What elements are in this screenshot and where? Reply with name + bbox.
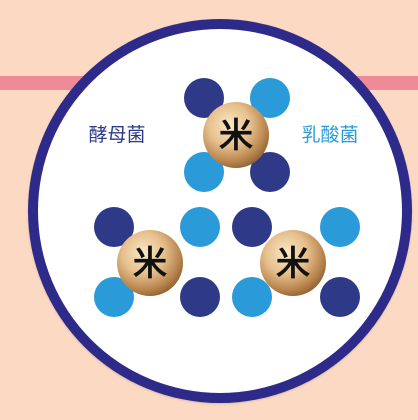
yeast-cell-icon — [232, 207, 272, 247]
yeast-label: 酵母菌 — [88, 124, 145, 146]
rice-grain-icon — [117, 230, 183, 296]
lactic-acid-bacteria-icon — [250, 78, 290, 118]
rice-label-bottom-left: 米 — [133, 244, 167, 284]
yeast-cell-icon — [184, 78, 224, 118]
yeast-cell-icon — [94, 207, 134, 247]
lactic-acid-bacteria-icon — [232, 277, 272, 317]
yeast-cell-icon — [250, 152, 290, 192]
rice-label-top: 米 — [219, 116, 253, 156]
rice-grain-icon — [203, 102, 269, 168]
rice-cluster-top: 米 — [184, 78, 290, 192]
rice-cluster-bottom-left: 米 — [94, 207, 220, 317]
yeast-cell-icon — [180, 277, 220, 317]
yeast-cell-icon — [320, 277, 360, 317]
rice-grain-icon — [260, 230, 326, 296]
rice-cluster-bottom-right: 米 — [232, 207, 360, 317]
lactic-acid-bacteria-label: 乳酸菌 — [301, 124, 358, 146]
rice-label-bottom-right: 米 — [276, 244, 310, 284]
lactic-acid-bacteria-icon — [184, 152, 224, 192]
lactic-acid-bacteria-icon — [180, 207, 220, 247]
lactic-acid-bacteria-icon — [94, 277, 134, 317]
lactic-acid-bacteria-icon — [320, 207, 360, 247]
